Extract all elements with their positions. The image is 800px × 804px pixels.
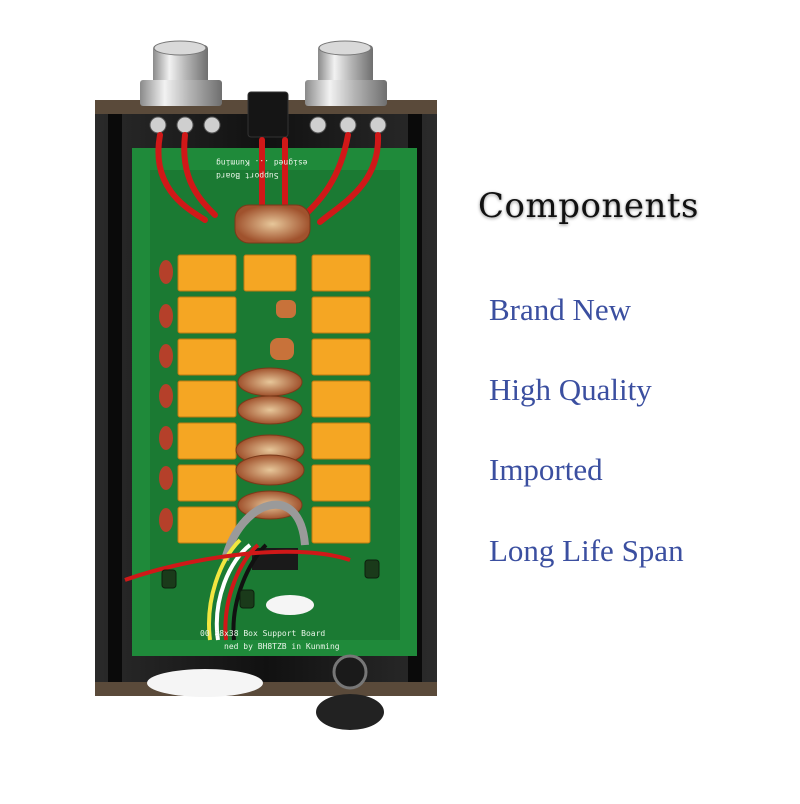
feature-brand-new: Brand New — [489, 292, 632, 327]
so239-connector-left — [140, 40, 222, 106]
feature-high-quality: High Quality — [489, 372, 652, 407]
silkscreen-top-2: esigned ... Kunming — [216, 158, 308, 167]
components-heading: Components — [478, 186, 699, 226]
silkscreen-bottom-1: 00 88x38 Box Support Board — [200, 629, 326, 638]
feature-imported: Imported — [489, 452, 603, 487]
so239-connector-right — [305, 40, 387, 106]
silkscreen-top-1: Support Board — [216, 171, 279, 180]
tuner-board-illustration — [95, 40, 437, 730]
front-panel-bottom — [95, 682, 437, 696]
feature-long-life-span: Long Life Span — [489, 533, 684, 568]
silkscreen-bottom-2: ned by BH8TZB in Kunming — [224, 642, 340, 651]
feature-panel: Components Brand New High Quality Import… — [470, 0, 800, 800]
dc-power-jack — [332, 654, 368, 690]
product-photo: Support Board esigned ... Kunming 00 88x… — [95, 40, 437, 730]
power-switch — [247, 91, 289, 138]
